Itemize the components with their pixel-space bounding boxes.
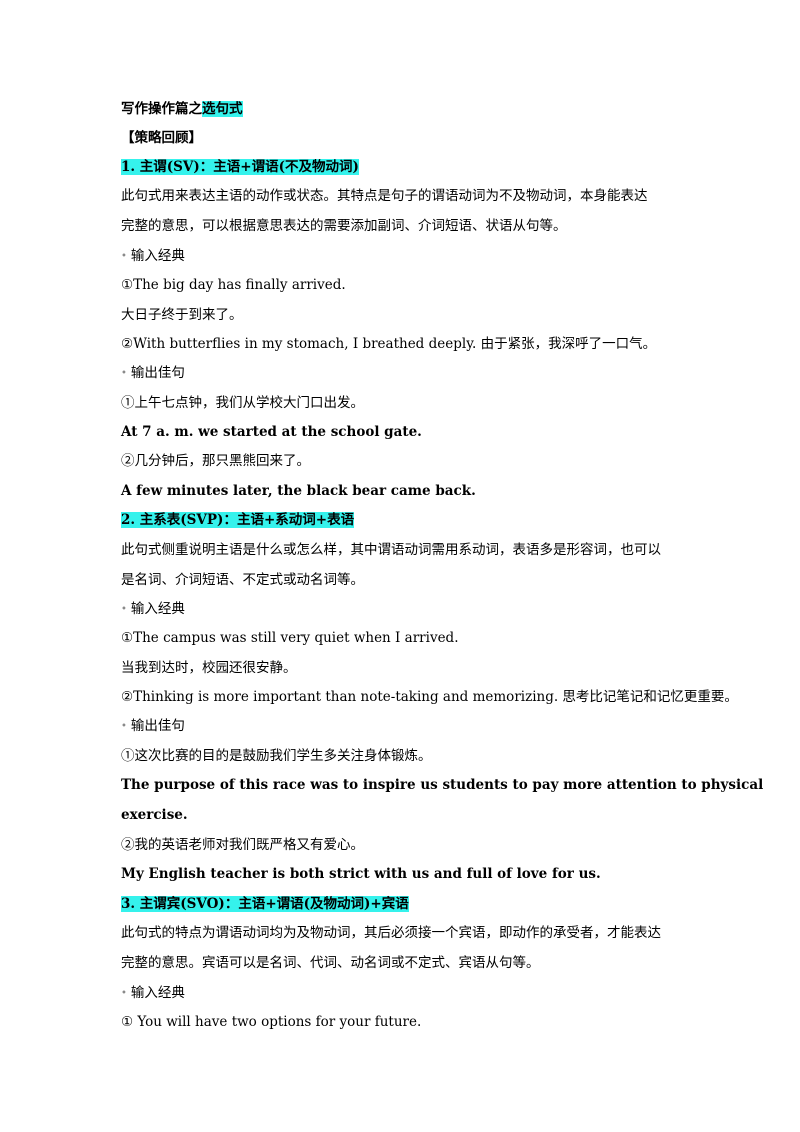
section-2-output-line-4: ②我的英语老师对我们既严格又有爱心。 <box>121 837 364 853</box>
section-2-input-line-3: ②Thinking is more important than note-ta… <box>121 689 738 705</box>
section-1-input-line-2: 大日子终于到来了。 <box>121 307 243 323</box>
doc-title-highlight: 选句式 <box>202 101 243 117</box>
section-1-output-line-1: ①上午七点钟，我们从学校大门口出发。 <box>121 395 364 411</box>
section-2-output-line-5: My English teacher is both strict with u… <box>121 866 601 882</box>
doc-title: 写作操作篇之选句式 <box>121 99 243 119</box>
section-2-input-line-2: 当我到达时，校园还很安静。 <box>121 660 297 676</box>
section-1-output-line-4: A few minutes later, the black bear came… <box>121 483 476 499</box>
section-1-output-line-3: ②几分钟后，那只黑熊回来了。 <box>121 453 310 469</box>
section-3-desc-line-2: 完整的意思。宾语可以是名词、代词、动名词或不定式、宾语从句等。 <box>121 955 540 971</box>
section-2-output-label: •输出佳句 <box>121 718 185 734</box>
section-3-input-label: •输入经典 <box>121 985 185 1001</box>
section-1-desc-line-2: 完整的意思，可以根据意思表达的需要添加副词、介词短语、状语从句等。 <box>121 218 567 234</box>
bullet-icon: • <box>121 251 127 262</box>
section-1-desc-line-1: 此句式用来表达主语的动作或状态。其特点是句子的谓语动词为不及物动词，本身能表达 <box>121 188 648 204</box>
bullet-icon: • <box>121 368 127 379</box>
section-1-output-label: •输出佳句 <box>121 365 185 381</box>
section-2-input-line-1: ①The campus was still very quiet when I … <box>121 630 459 646</box>
section-2-output-line-2: The purpose of this race was to inspire … <box>121 777 764 793</box>
section-1-input-line-1: ①The big day has finally arrived. <box>121 277 346 293</box>
section-3-heading: 3. 主谓宾(SVO)：主语+谓语(及物动词)+宾语 <box>121 896 409 912</box>
section-2-output-line-3: exercise. <box>121 807 188 823</box>
strategy-heading: 【策略回顾】 <box>121 130 202 146</box>
section-1-input-line-3: ②With butterflies in my stomach, I breat… <box>121 336 657 352</box>
section-2-desc-line-2: 是名词、介词短语、不定式或动名词等。 <box>121 572 364 588</box>
bullet-icon: • <box>121 988 127 999</box>
doc-title-prefix: 写作操作篇之 <box>121 101 202 117</box>
section-2-output-line-1: ①这次比赛的目的是鼓励我们学生多关注身体锻炼。 <box>121 748 432 764</box>
bullet-icon: • <box>121 721 127 732</box>
section-2-input-label: •输入经典 <box>121 601 185 617</box>
section-1-output-line-2: At 7 a. m. we started at the school gate… <box>121 424 422 440</box>
section-2-desc-line-1: 此句式侧重说明主语是什么或怎么样，其中谓语动词需用系动词，表语多是形容词，也可以 <box>121 542 661 558</box>
bullet-icon: • <box>121 604 127 615</box>
section-3-input-line-1: ① You will have two options for your fut… <box>121 1014 422 1030</box>
section-3-desc-line-1: 此句式的特点为谓语动词均为及物动词，其后必须接一个宾语，即动作的承受者，才能表达 <box>121 925 661 941</box>
section-2-heading: 2. 主系表(SVP)：主语+系动词+表语 <box>121 512 355 528</box>
section-1-heading: 1. 主谓(SV)：主语+谓语(不及物动词) <box>121 159 359 175</box>
section-1-input-label: •输入经典 <box>121 248 185 264</box>
